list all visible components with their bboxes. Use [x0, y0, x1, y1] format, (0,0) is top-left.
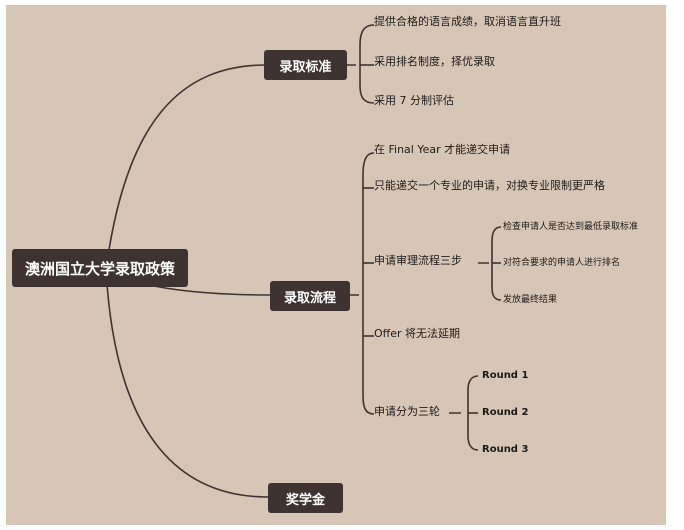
branch-scholarship[interactable]: 奖学金	[268, 483, 343, 513]
criteria-item[interactable]: 提供合格的语言成绩，取消语言直升班	[374, 15, 561, 28]
process-item[interactable]: Offer 将无法延期	[374, 327, 461, 340]
round-item[interactable]: Round 2	[482, 407, 529, 418]
connector-root-scholarship	[105, 269, 269, 498]
criteria-item[interactable]: 采用排名制度，择优录取	[374, 55, 495, 68]
process-item[interactable]: 只能递交一个专业的申请，对换专业限制更严格	[374, 179, 605, 192]
branch-admission-criteria[interactable]: 录取标准	[264, 50, 347, 80]
process-item[interactable]: 申请分为三轮	[374, 405, 440, 418]
connector-criteria-bracket	[346, 24, 375, 104]
mindmap-canvas: 澳洲国立大学录取政策 录取标准 录取流程 奖学金 提供合格的语言成绩，取消语言直…	[6, 5, 666, 525]
review-step[interactable]: 发放最终结果	[503, 295, 558, 305]
root-node[interactable]: 澳洲国立大学录取政策	[12, 249, 188, 287]
process-item[interactable]: 申请审理流程三步	[374, 254, 462, 267]
process-item[interactable]: 在 Final Year 才能递交申请	[374, 143, 511, 156]
review-step[interactable]: 检查申请人是否达到最低录取标准	[503, 222, 639, 232]
connector-process-bracket	[349, 152, 375, 415]
branch-admission-process[interactable]: 录取流程	[270, 281, 350, 311]
round-item[interactable]: Round 3	[482, 444, 529, 455]
connector-review-bracket	[478, 226, 502, 301]
criteria-item[interactable]: 采用 7 分制评估	[374, 94, 454, 107]
round-item[interactable]: Round 1	[482, 370, 529, 381]
review-step[interactable]: 对符合要求的申请人进行排名	[503, 258, 621, 268]
connector-root-criteria	[105, 64, 267, 271]
